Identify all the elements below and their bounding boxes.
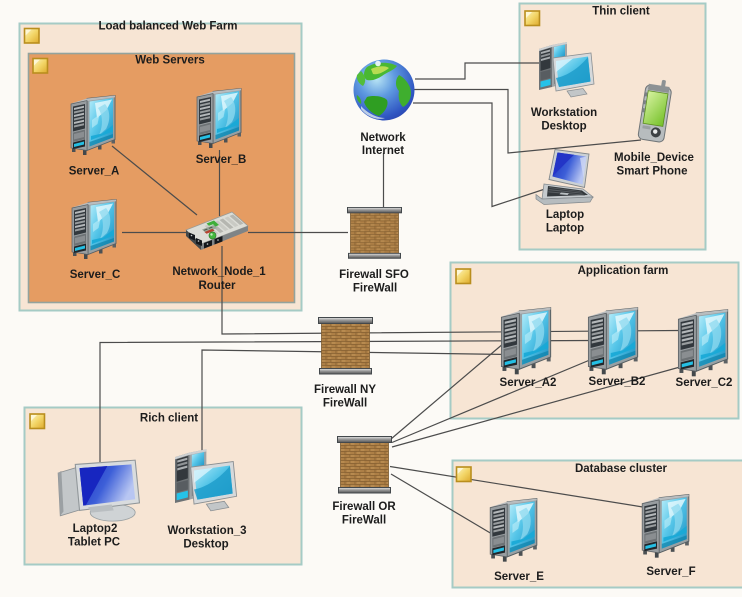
svg-text:Server_A: Server_A	[69, 166, 120, 178]
svg-text:Server_A2: Server_A2	[500, 377, 557, 389]
svg-text:Mobile_Device: Mobile_Device	[614, 152, 694, 164]
svg-text:Desktop: Desktop	[183, 539, 228, 551]
svg-text:Desktop: Desktop	[541, 121, 586, 133]
svg-text:Server_B2: Server_B2	[589, 376, 646, 388]
svg-text:Firewall OR: Firewall OR	[332, 501, 396, 513]
svg-text:Firewall SFO: Firewall SFO	[339, 269, 409, 281]
svg-text:Workstation_3: Workstation_3	[167, 525, 246, 537]
svg-text:FireWall: FireWall	[353, 283, 397, 295]
svg-text:Laptop: Laptop	[546, 209, 584, 221]
svg-text:Smart Phone: Smart Phone	[617, 166, 688, 178]
svg-text:Tablet PC: Tablet PC	[68, 537, 120, 549]
svg-text:Web Servers: Web Servers	[135, 55, 204, 67]
svg-text:Thin client: Thin client	[592, 6, 650, 18]
svg-text:Server_C: Server_C	[70, 269, 121, 281]
svg-text:Application farm: Application farm	[578, 265, 669, 277]
svg-text:Database cluster: Database cluster	[575, 463, 668, 475]
svg-text:Server_B: Server_B	[196, 154, 247, 166]
svg-text:Network_Node_1: Network_Node_1	[172, 266, 266, 278]
svg-text:Rich client: Rich client	[140, 413, 198, 425]
svg-text:Network: Network	[360, 132, 406, 144]
svg-text:Workstation: Workstation	[531, 107, 597, 119]
svg-text:Server_F: Server_F	[646, 566, 695, 578]
svg-text:FireWall: FireWall	[323, 398, 367, 410]
svg-text:Server_E: Server_E	[494, 571, 544, 583]
svg-text:Load balanced Web Farm: Load balanced Web Farm	[98, 21, 237, 33]
svg-text:Router: Router	[198, 280, 236, 292]
svg-text:Laptop2: Laptop2	[73, 523, 118, 535]
svg-text:Laptop: Laptop	[546, 223, 584, 235]
svg-text:Firewall NY: Firewall NY	[314, 384, 376, 396]
svg-text:Internet: Internet	[362, 145, 404, 157]
svg-text:Server_C2: Server_C2	[676, 377, 733, 389]
svg-text:FireWall: FireWall	[342, 515, 386, 527]
